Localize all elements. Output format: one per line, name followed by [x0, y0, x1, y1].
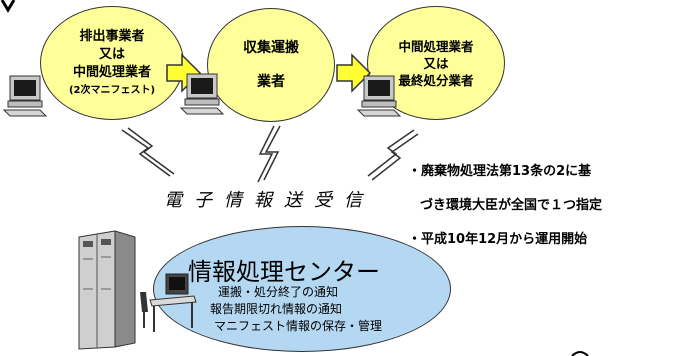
edge-mark-icon: [571, 351, 589, 356]
info-center-item: 運搬・処分終了の通知: [218, 285, 339, 299]
circle-line: 又は: [98, 46, 125, 62]
circle-line: 最終処分業者: [398, 72, 474, 88]
circle-line: 中間処理業者: [398, 38, 474, 54]
server-icon: [78, 230, 136, 350]
lightning-icon: [257, 125, 281, 183]
communication-label: 電子情報送受信: [164, 190, 374, 211]
flow-circle-discharger: 排出事業者 又は 中間処理業者 (2次マニフェスト): [40, 6, 184, 120]
circle-line: 又は: [423, 55, 449, 71]
info-center-item: マニフェスト情報の保存・管理: [214, 319, 383, 333]
arrow-right-icon: [336, 53, 372, 93]
edge-mark-icon: [0, 0, 16, 13]
note-line: ・廃棄物処理法第13条の2に基: [408, 164, 592, 179]
circle-note: (2次マニフェスト): [68, 84, 156, 96]
note-line: づき環境大臣が全国で１つ指定: [420, 198, 603, 213]
circle-line: 中間処理業者: [72, 64, 151, 80]
computer-icon: [356, 75, 402, 117]
lightning-icon: [367, 129, 419, 181]
info-center-ellipse: [153, 226, 451, 352]
circle-line: 排出事業者: [79, 28, 145, 44]
circle-line: 収集運搬: [243, 40, 299, 56]
circle-line: 業者: [257, 74, 285, 90]
lightning-icon: [121, 127, 175, 177]
desk-icon: [140, 273, 197, 332]
computer-icon: [2, 75, 48, 117]
flow-circle-collector: 収集運搬 業者: [207, 8, 335, 122]
note-line: ・平成10年12月から運用開始: [408, 232, 588, 247]
info-center-title: 情報処理センター: [188, 258, 380, 286]
computer-icon: [179, 73, 225, 115]
info-center-item: 報告期限切れ情報の通知: [210, 302, 343, 316]
